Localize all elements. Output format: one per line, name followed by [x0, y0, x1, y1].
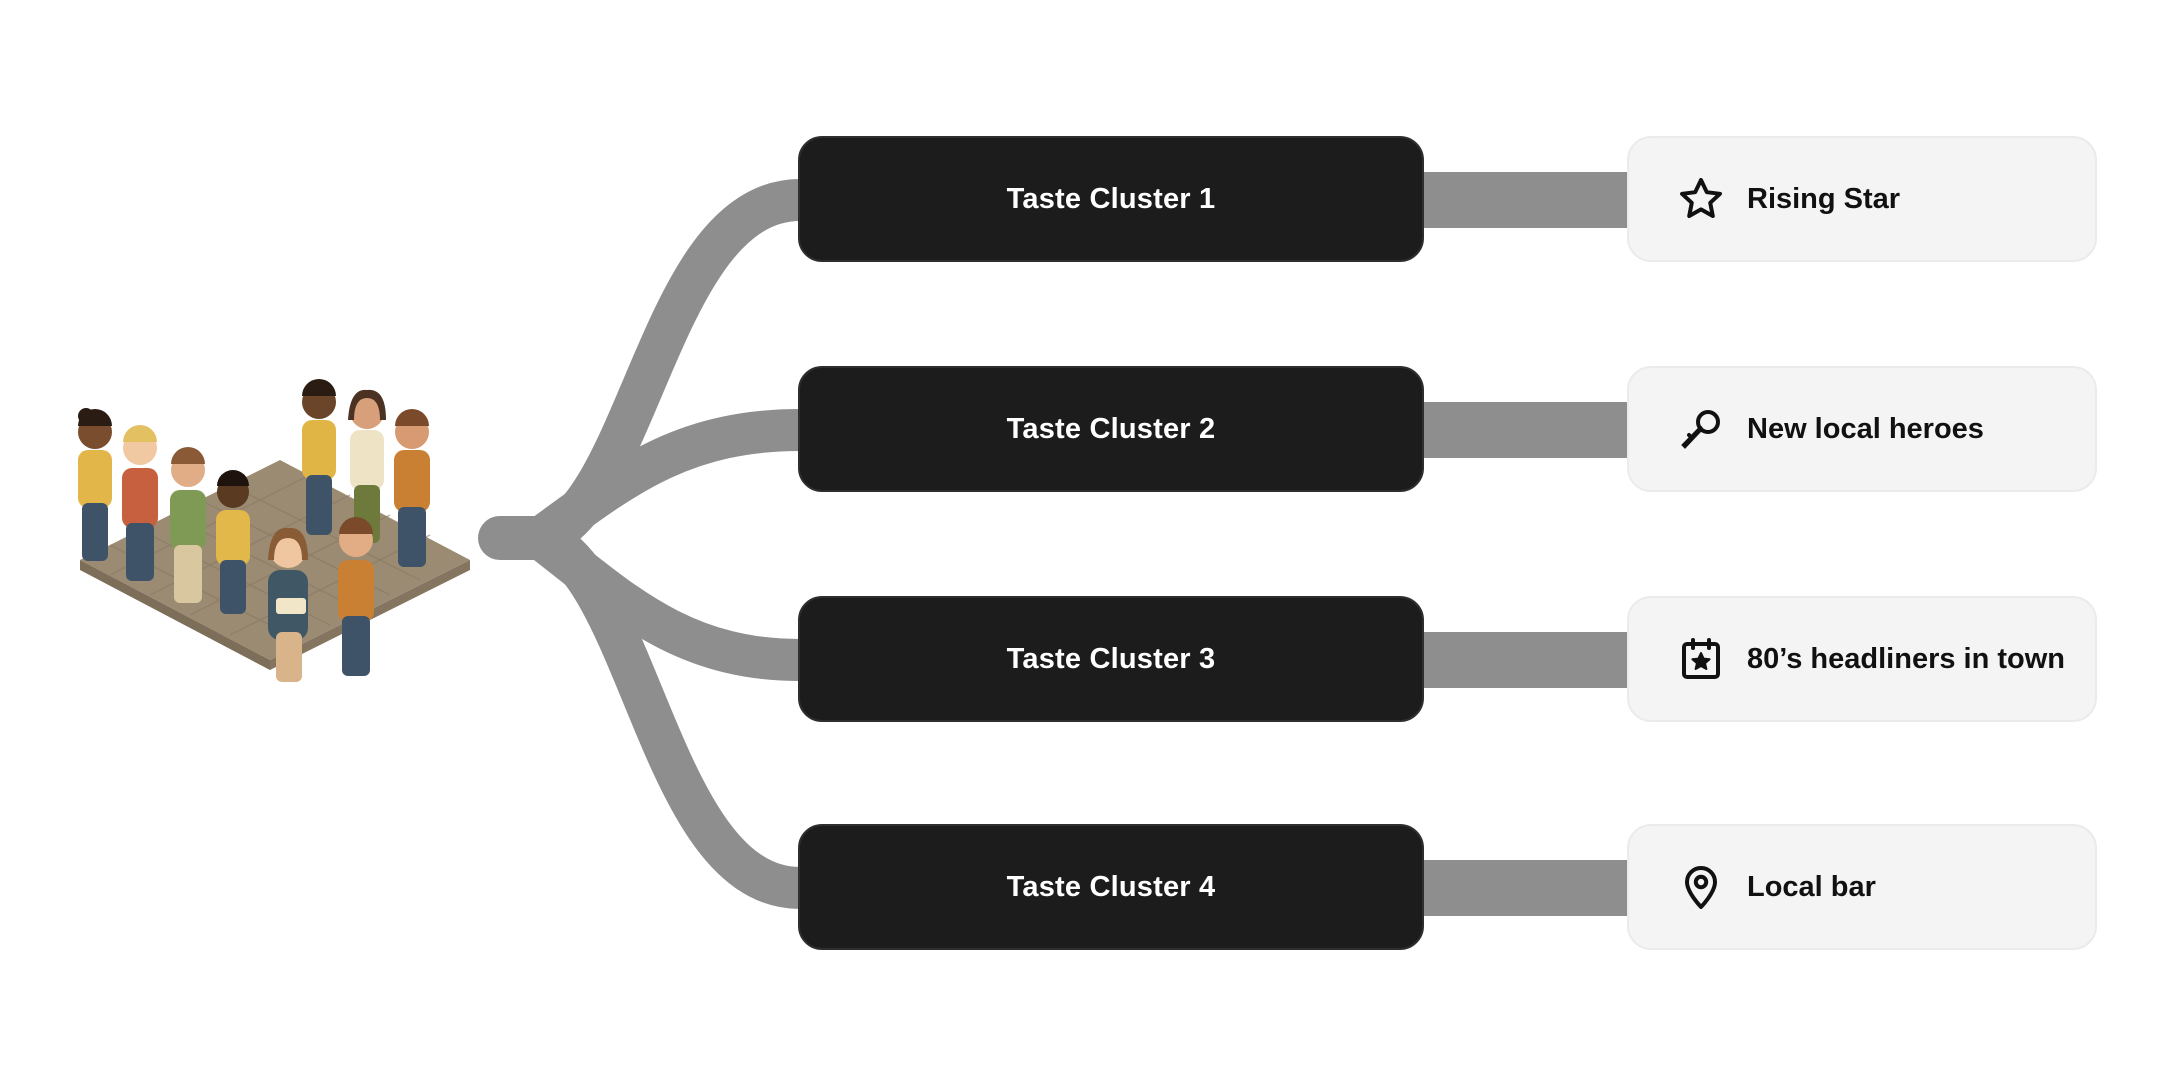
- taste-cluster-4-label: Taste Cluster 4: [1006, 870, 1216, 903]
- outcome-80s-headliners: 80’s headliners in town: [1627, 596, 2097, 722]
- person-figure: [338, 517, 374, 676]
- taste-cluster-1-label: Taste Cluster 1: [1006, 182, 1216, 215]
- outcome-local-bar: Local bar: [1627, 824, 2097, 950]
- person-figure: [170, 447, 206, 603]
- person-figure: [394, 409, 430, 567]
- link-bar-3: [1420, 632, 1632, 688]
- taste-cluster-2-node: Taste Cluster 2: [798, 366, 1424, 492]
- map-pin-icon: [1677, 863, 1725, 911]
- crowd-of-people-illustration: [78, 379, 470, 682]
- taste-cluster-2-label: Taste Cluster 2: [1006, 412, 1216, 445]
- outcome-new-local-heroes: New local heroes: [1627, 366, 2097, 492]
- link-bar-4: [1420, 860, 1632, 916]
- person-figure: [302, 379, 336, 535]
- branch-connector-2: [527, 409, 801, 556]
- taste-cluster-4-node: Taste Cluster 4: [798, 824, 1424, 950]
- link-bar-1: [1420, 172, 1632, 228]
- microphone-icon: [1677, 405, 1725, 453]
- taste-cluster-3-label: Taste Cluster 3: [1006, 642, 1216, 675]
- person-figure: [216, 470, 250, 614]
- person-figure: [268, 527, 308, 682]
- calendar-star-icon: [1677, 635, 1725, 683]
- outcome-label: Rising Star: [1747, 182, 1901, 215]
- taste-cluster-3-node: Taste Cluster 3: [798, 596, 1424, 722]
- outcome-rising-star: Rising Star: [1627, 136, 2097, 262]
- person-figure: [122, 425, 158, 581]
- link-bar-2: [1420, 402, 1632, 458]
- star-icon: [1677, 175, 1725, 223]
- outcome-label: New local heroes: [1747, 412, 1984, 445]
- branch-connector-4: [531, 518, 802, 909]
- person-figure: [78, 408, 112, 561]
- taste-cluster-1-node: Taste Cluster 1: [798, 136, 1424, 262]
- outcome-label: Local bar: [1747, 870, 1876, 903]
- outcome-label: 80’s headliners in town: [1747, 642, 2066, 675]
